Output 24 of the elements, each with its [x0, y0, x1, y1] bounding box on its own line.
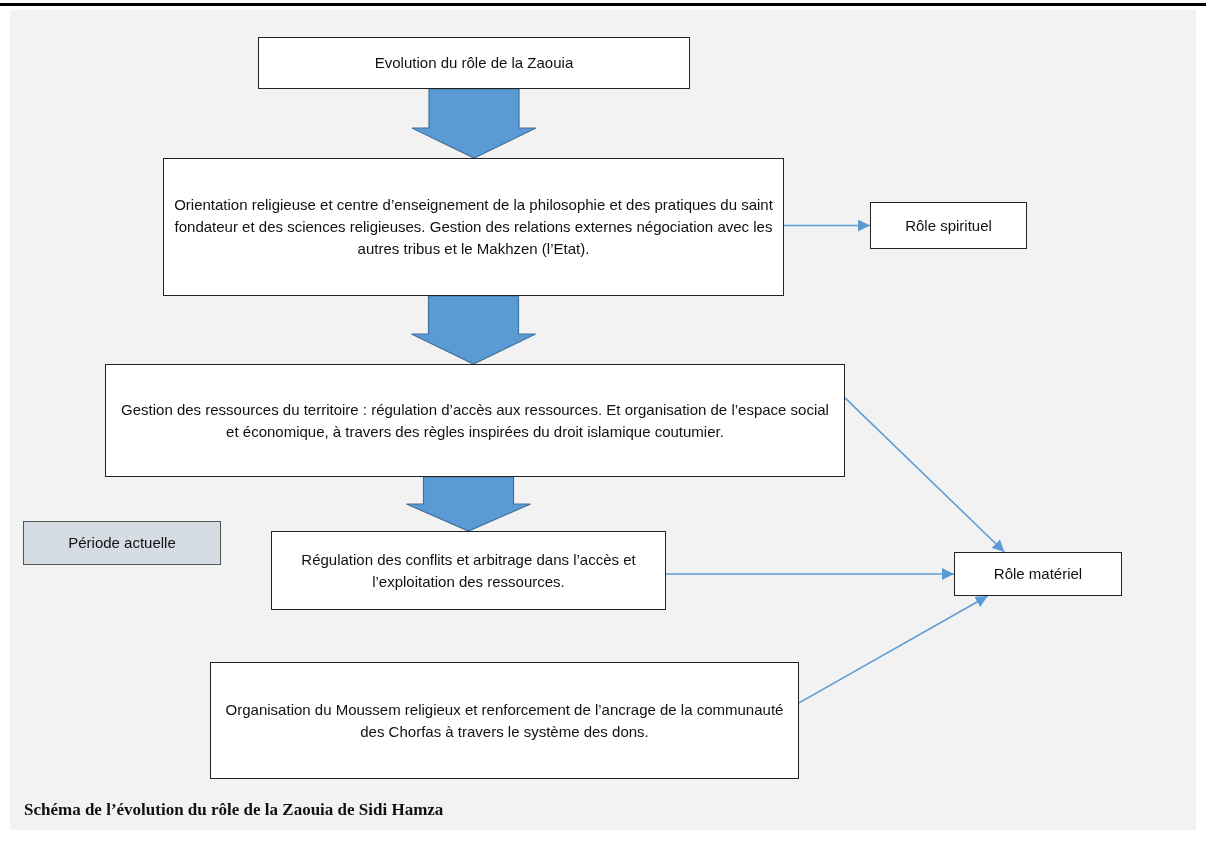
arrow: [783, 219, 871, 232]
box-text: Rôle spirituel: [905, 215, 992, 236]
period-label-box: [23, 521, 221, 565]
process-box: [163, 158, 784, 296]
box-text: Orientation religieuse et centre d’enseignement de la philosophie et des pratiques du saint fondateur et des sciences religieuses. Gestion des relations externes négociation avec les autres tribus et le Makhzen (l’Etat).: [174, 195, 773, 259]
figure-caption: Schéma de l’évolution du rôle de la Zaouia de Sidi Hamza: [24, 800, 444, 820]
block-arrow: [410, 295, 537, 365]
box-text: Régulation des conflits et arbitrage dans l’accès et l’exploitation des ressources.: [300, 549, 637, 592]
box-text: Rôle matériel: [993, 564, 1083, 585]
box-text: Organisation du Moussem religieux et renforcement de l’ancrage de la communauté des Chorfas à travers le système des dons.: [224, 699, 785, 742]
block-arrow: [411, 88, 537, 159]
arrow: [665, 568, 955, 580]
process-box: [954, 552, 1122, 596]
process-box: [870, 202, 1027, 249]
process-box: [258, 37, 690, 89]
box-text: Evolution du rôle de la Zaouia: [374, 53, 574, 74]
box-text: Gestion des ressources du territoire : régulation d’accès aux ressources. Et organisation de l’espace social et économique, à travers des règles inspirées du droit islamique coutumier.: [120, 399, 830, 442]
process-box: [271, 531, 666, 610]
box-text: Période actuelle: [68, 533, 176, 554]
arrow: [798, 595, 989, 704]
arrow: [844, 397, 1006, 553]
block-arrow: [405, 476, 532, 532]
process-box: [210, 662, 799, 779]
process-box: [105, 364, 845, 477]
